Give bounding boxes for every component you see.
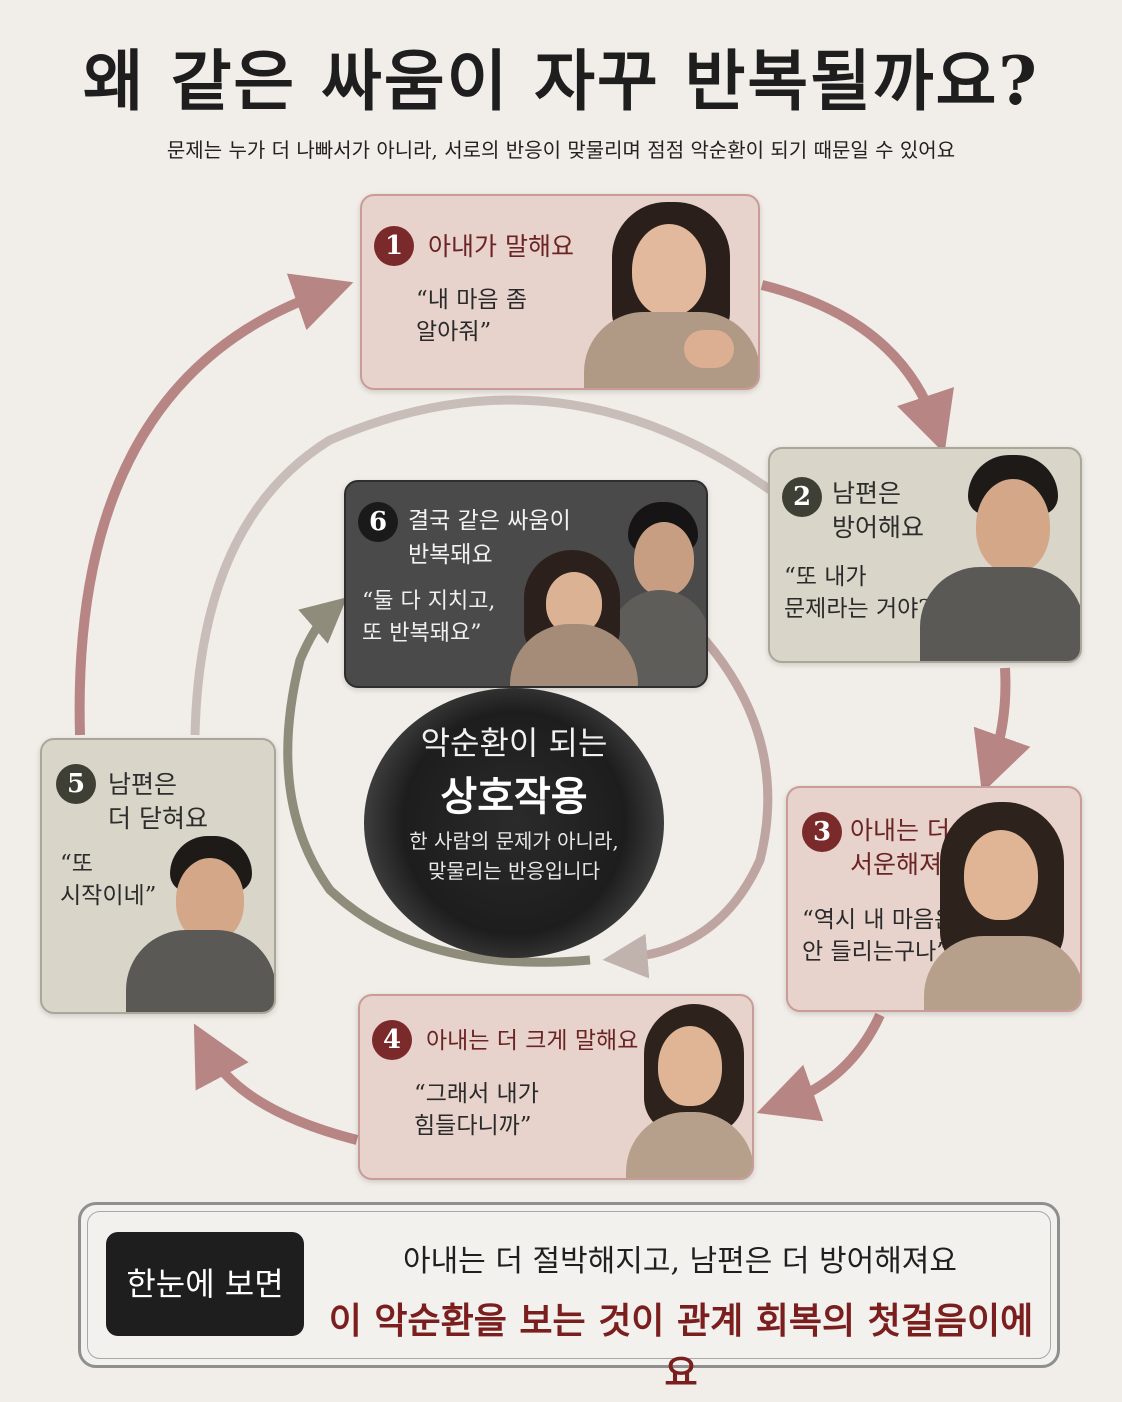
inner-arrow-top (190, 395, 773, 736)
step-number-badge: 5 (56, 764, 96, 804)
step-title: 남편은 더 닫혀요 (108, 770, 208, 833)
step-title: 결국 같은 싸움이 반복돼요 (408, 508, 571, 568)
couple-exhausted-illustration (510, 492, 706, 686)
arrow-2-to-3 (973, 667, 1031, 794)
page-title: 왜 같은 싸움이 자꾸 반복될까요? (83, 42, 1039, 120)
step-card-4: 4 아내는 더 크게 말해요 “그래서 내가 힘들다니까” (358, 994, 754, 1180)
summary-line1: 아내는 더 절박해지고, 남편은 더 방어해져요 (402, 1244, 958, 1279)
page-subtitle: 문제는 누가 더 나빠서가 아니라, 서로의 반응이 맞물리며 점점 악순환이 … (166, 138, 956, 162)
wife-illustration (584, 202, 758, 388)
step-card-1: 1 아내가 말해요 “내 마음 좀 알아줘” (360, 194, 760, 390)
arrow-5-to-1 (74, 273, 354, 736)
inner-arrow-bottom-left (283, 597, 591, 967)
step-card-2: 2 남편은 방어해요 “또 내가 문제라는 거야?” (768, 447, 1082, 663)
step-card-5: 5 남편은 더 닫혀요 “또 시작이네” (40, 738, 276, 1014)
step-number-badge: 1 (374, 226, 414, 266)
center-title-line2: 상호작용 (440, 773, 588, 820)
step-quote: “또 내가 문제라는 거야?” (784, 564, 943, 622)
summary-inner-border (87, 1211, 1051, 1359)
center-vortex (364, 688, 664, 958)
step-number-badge: 2 (782, 477, 822, 517)
inner-arrow-right (602, 637, 773, 979)
step-quote: “내 마음 좀 알아줘” (416, 287, 528, 345)
step-title: 아내가 말해요 (428, 232, 574, 261)
step-quote: “둘 다 지치고, 또 반복돼요” (362, 589, 496, 646)
arrow-4-to-5 (193, 1023, 359, 1145)
step-quote: “그래서 내가 힘들다니까” (414, 1081, 539, 1139)
step-number-badge: 4 (372, 1020, 412, 1060)
step-title: 아내는 더 크게 말해요 (426, 1028, 639, 1054)
husband-illustration (920, 455, 1080, 661)
center-subtitle: 한 사람의 문제가 아니라, 맞물리는 반응입니다 (409, 829, 619, 883)
step-quote: “또 시작이네” (60, 851, 157, 909)
summary-line2: 이 악순환을 보는 것이 관계 회복의 첫걸음이에요 (328, 1300, 1034, 1394)
summary-label: 한눈에 보면 (106, 1232, 304, 1336)
husband-closed-illustration (126, 836, 274, 1012)
arrow-3-to-4 (756, 1012, 885, 1122)
arrow-1-to-2 (760, 280, 954, 454)
step-card-6: 6 결국 같은 싸움이 반복돼요 “둘 다 지치고, 또 반복돼요” (344, 480, 708, 688)
step-title: 남편은 방어해요 (832, 479, 925, 542)
step-card-3: 3 아내는 더 서운해져요 “역시 내 마음은 안 들리는구나” (786, 786, 1082, 1012)
step-number-badge: 6 (358, 502, 398, 542)
center-title-line1: 악순환이 되는 (420, 724, 608, 762)
step-number-badge: 3 (802, 812, 842, 852)
wife-sad-illustration (924, 796, 1080, 1010)
wife-talking-illustration (626, 1004, 752, 1178)
